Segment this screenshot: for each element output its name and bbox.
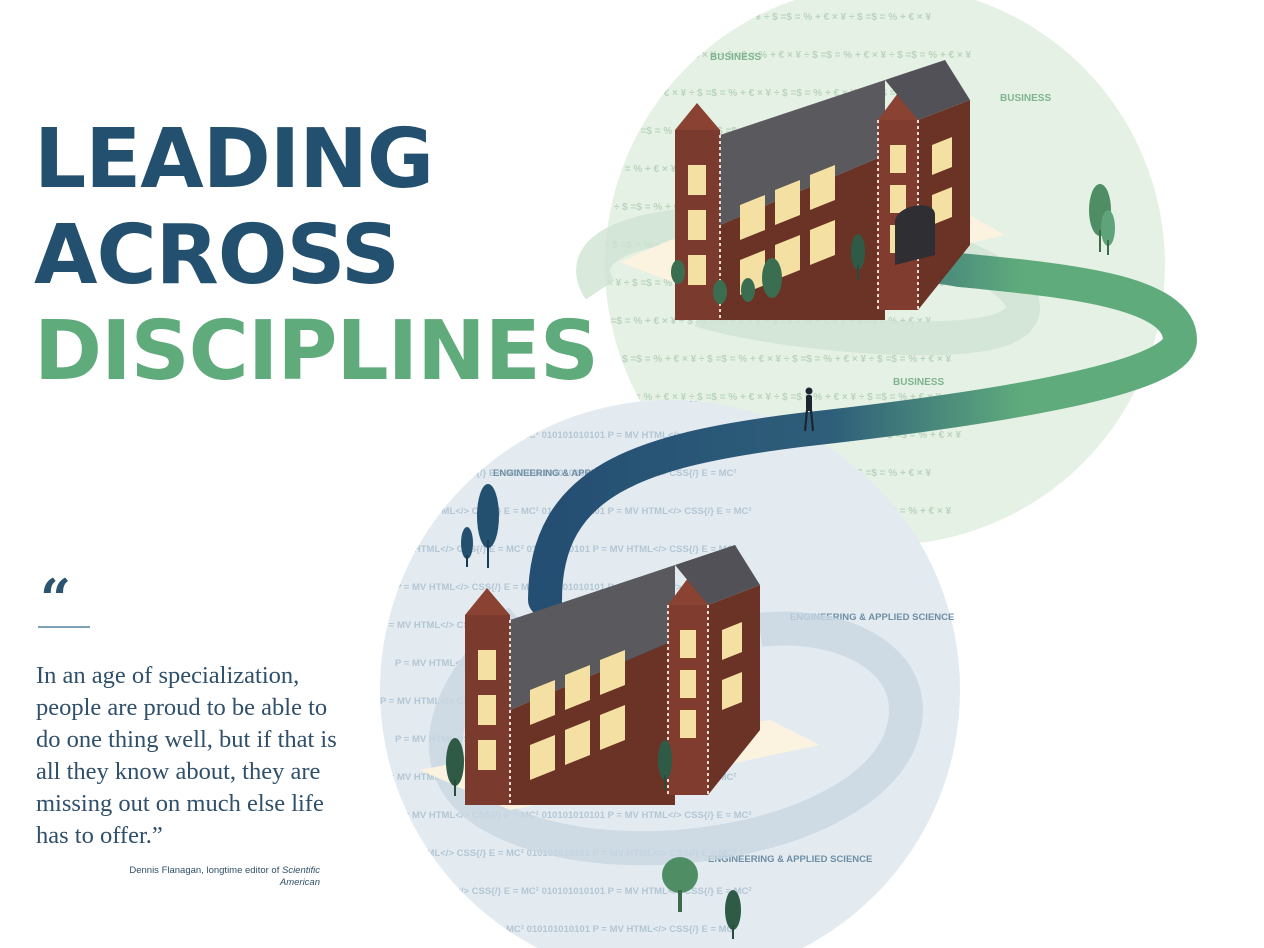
campus-illustration: + € × ¥ ÷ $ =$ = % + € × ¥ ÷ $ =$ = % + … (380, 0, 1198, 948)
connecting-path (528, 245, 1198, 617)
engineering-pattern-row: P = MV HTML</> CSS{/} E = MC² 0101010101… (395, 810, 752, 821)
tree-icon (461, 527, 473, 567)
tree-icon (446, 738, 464, 796)
tree-icon (1101, 210, 1115, 255)
engineering-label: ENGINEERING & APPLIED SCIENCE (708, 854, 872, 865)
business-pattern-row: + € × ¥ ÷ $ =$ = % + € × ¥ ÷ $ =$ = % + … (560, 12, 932, 23)
pull-quote-text: In an age of specialization, people are … (36, 662, 337, 849)
tree-icon (671, 258, 782, 304)
engineering-pattern-row: P = MV HTML</> CSS{/} E = MC² 0101010101… (395, 582, 752, 593)
business-pattern-row: + € × ¥ ÷ $ =$ = % + € × ¥ ÷ $ =$ = % + … (570, 88, 942, 99)
tree-icon (662, 857, 698, 912)
engineering-pattern-row: P = MV HTML</> CSS{/} E = MC² 0101010101… (380, 468, 737, 479)
engineering-pattern-row: P = MV HTML</> CSS{/} E = MC² 0101010101… (395, 430, 752, 441)
building-door-icon (895, 205, 935, 265)
headline: LEADING ACROSS DISCIPLINES (34, 112, 599, 400)
headline-line-3: DISCIPLINES (34, 304, 599, 399)
business-pattern-row: + € × ¥ ÷ $ =$ = % + € × ¥ ÷ $ =$ = % + … (580, 354, 952, 365)
tree-icon (851, 234, 865, 280)
business-label: BUSINESS (893, 377, 944, 388)
quote-divider (38, 626, 90, 628)
quote-mark-icon: “ (40, 567, 72, 631)
business-label: BUSINESS (1000, 93, 1051, 104)
business-label: BUSINESS (710, 52, 761, 63)
tree-icon (658, 740, 672, 790)
engineering-pattern-row: P = MV HTML</> CSS{/} E = MC² 0101010101… (380, 924, 737, 935)
attribution-publication: Scientific American (279, 865, 320, 888)
headline-line-1: LEADING (34, 112, 434, 207)
walking-person-icon (803, 387, 815, 432)
attribution-name: Dennis Flanagan, longtime editor of (129, 865, 282, 876)
quote-attribution: Dennis Flanagan, longtime editor of Scie… (120, 865, 320, 889)
tree-icon (477, 484, 499, 568)
headline-line-2: ACROSS (34, 208, 400, 303)
business-pattern-row: + € × ¥ ÷ $ =$ = % + € × ¥ ÷ $ =$ = % + … (600, 50, 972, 61)
tree-icon (725, 890, 741, 939)
engineering-label: ENGINEERING & APPLIED SCIENCE (493, 468, 657, 479)
engineering-label: ENGINEERING & APPLIED SCIENCE (790, 612, 954, 623)
business-pattern-row: + € × ¥ ÷ $ =$ = % + € × ¥ ÷ $ =$ = % + … (570, 392, 942, 403)
engineering-pattern-row: P = MV HTML</> CSS{/} E = MC² 0101010101… (395, 886, 752, 897)
